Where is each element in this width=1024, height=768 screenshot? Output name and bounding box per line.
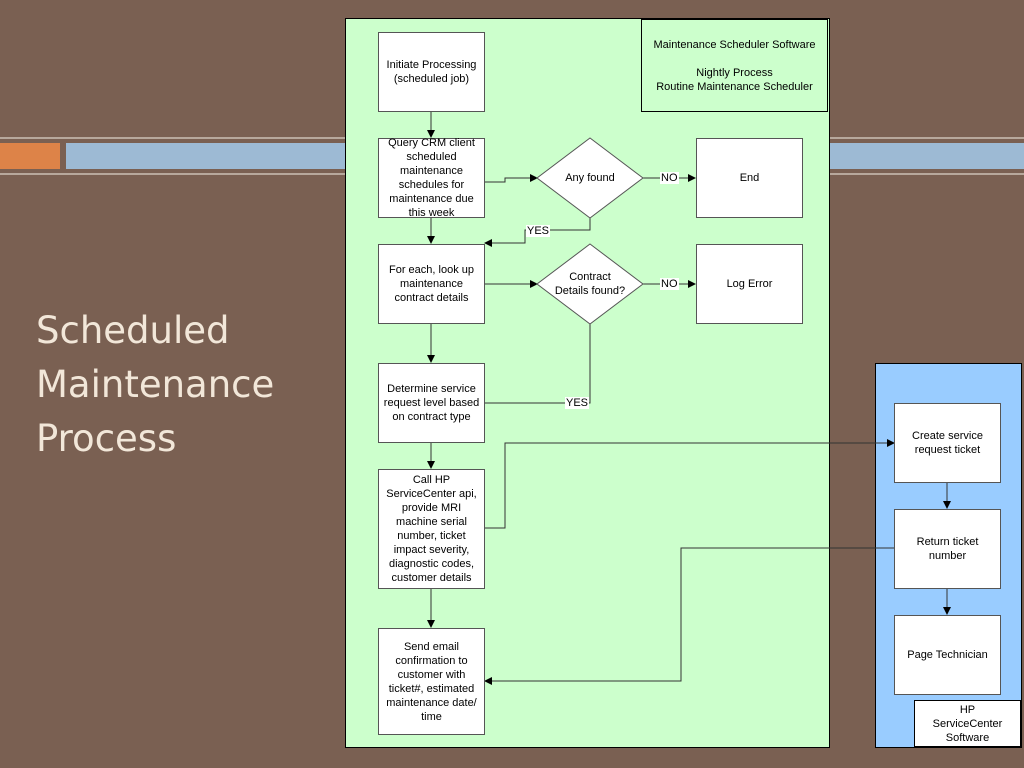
slide-title-line-3: Process	[36, 417, 177, 460]
slide-title: Scheduled Maintenance Process	[36, 304, 274, 466]
edge-return-email	[484, 547, 894, 685]
edge-call-create	[484, 439, 895, 529]
hp-header: HP ServiceCenter Software	[914, 700, 1021, 747]
edge-contract-determine	[484, 323, 591, 404]
node-call-hp-api: Call HP ServiceCenter api, provide MRI m…	[378, 469, 485, 589]
edge-label-yes-2: YES	[565, 397, 590, 409]
slide-title-line-2: Maintenance	[36, 363, 275, 406]
scheduler-header-line-3: Routine Maintenance Scheduler	[656, 81, 813, 93]
edge-label-no-1: NO	[660, 172, 679, 184]
edge-anyfound-lookup	[484, 217, 591, 247]
node-end: End	[696, 138, 803, 218]
scheduler-header-line-1: Maintenance Scheduler Software	[653, 39, 816, 51]
slide-title-line-1: Scheduled	[36, 309, 230, 352]
node-send-email: Send email confirmation to customer with…	[378, 628, 485, 735]
accent-bar-orange	[0, 143, 60, 169]
scheduler-header-line-2: Nightly Process	[696, 67, 773, 79]
decision-contract-found-shape	[536, 243, 644, 325]
node-return-ticket: Return ticket number	[894, 509, 1001, 589]
node-page-technician: Page Technician	[894, 615, 1001, 695]
node-determine-level: Determine service request level based on…	[378, 363, 485, 443]
edge-query-anyfound	[484, 174, 538, 183]
edge-label-yes-1: YES	[526, 225, 551, 237]
node-lookup-contract: For each, look up maintenance contract d…	[378, 244, 485, 324]
node-create-ticket: Create service request ticket	[894, 403, 1001, 483]
node-log-error: Log Error	[696, 244, 803, 324]
decision-any-found-shape	[536, 137, 644, 219]
decision-any-found: Any found	[565, 172, 615, 184]
edge-label-no-2: NO	[660, 278, 679, 290]
node-initiate-processing: Initiate Processing (scheduled job)	[378, 32, 485, 112]
node-query-crm: Query CRM client scheduled maintenance s…	[378, 137, 485, 219]
decision-contract-found: Contract Details found?	[554, 271, 626, 297]
scheduler-header: Maintenance Scheduler Software Nightly P…	[641, 19, 828, 112]
